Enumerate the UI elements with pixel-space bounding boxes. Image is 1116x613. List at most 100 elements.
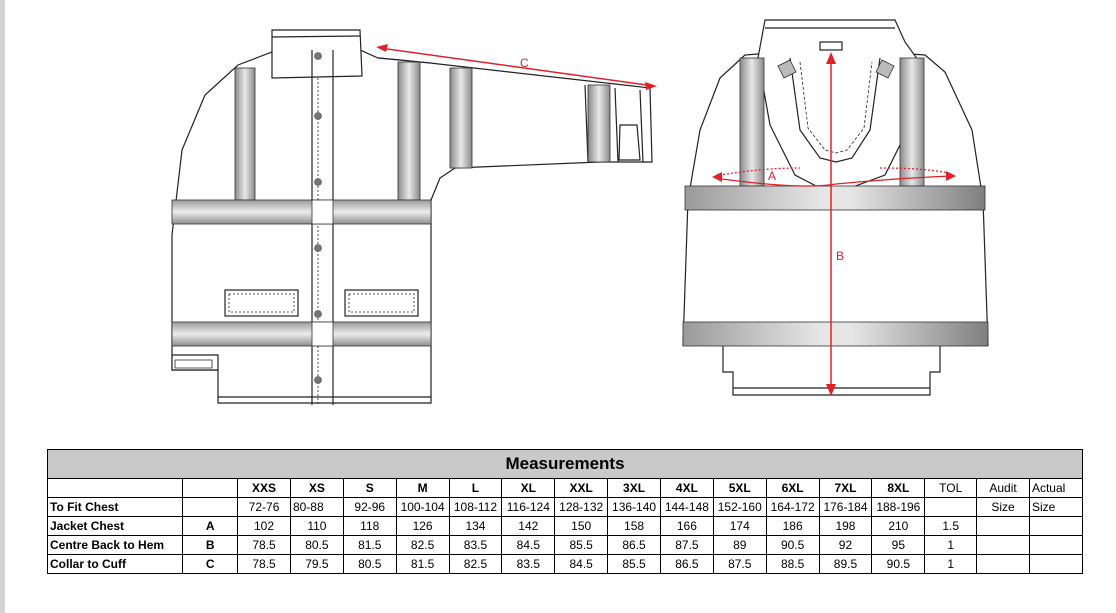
table-cell: 80.5 [289, 535, 344, 555]
empty-cell [924, 497, 978, 517]
size-header: L [448, 478, 503, 498]
table-cell: 86.5 [659, 554, 714, 574]
table-cell: 82.5 [448, 554, 503, 574]
row-label: Jacket Chest [46, 516, 184, 536]
table-cell: 110 [289, 516, 344, 536]
table-cell: 81.5 [395, 554, 450, 574]
front-reflective-bands [171, 61, 611, 347]
empty-cell [46, 478, 184, 498]
table-cell: 82.5 [395, 535, 450, 555]
fit-chest-cell: 176-184 [818, 497, 873, 517]
fit-chest-cell: 144-148 [659, 497, 714, 517]
table-cell: 89 [712, 535, 767, 555]
fit-chest-cell: 108-112 [448, 497, 503, 517]
row-letter: A [182, 516, 239, 536]
table-cell: 78.5 [237, 535, 291, 555]
fit-chest-cell: 116-124 [501, 497, 556, 517]
table-cell: 85.5 [554, 535, 609, 555]
size-header-row: XXS XS S M L XL XXL 3XL 4XL 5XL 6XL 7XL … [46, 478, 1084, 498]
table-cell: 83.5 [501, 554, 556, 574]
fit-chest-cell: 188-196 [871, 497, 926, 517]
table-cell: 210 [871, 516, 926, 536]
fit-chest-cell: 72-76 [237, 497, 291, 517]
table-cell: 174 [712, 516, 767, 536]
table-cell: 88.5 [765, 554, 820, 574]
fit-chest-cell: 152-160 [712, 497, 767, 517]
size-header: 3XL [607, 478, 661, 498]
measurements-table: Measurements XXS XS S M L XL XXL 3XL 4XL… [46, 449, 1084, 574]
actual-size-cell [1028, 554, 1084, 574]
table-cell: 90.5 [765, 535, 820, 555]
label-c: C [520, 56, 529, 70]
size-header: S [342, 478, 397, 498]
table-cell: 89.5 [818, 554, 873, 574]
table-cell: 84.5 [501, 535, 556, 555]
table-cell: 83.5 [448, 535, 503, 555]
size-header: XS [289, 478, 344, 498]
jacket-illustrations: C A B [171, 19, 989, 405]
table-row: Collar to Cuff C 78.5 79.5 80.5 81.5 82.… [46, 554, 1084, 574]
actual-size-header-top: Actual [1028, 478, 1084, 498]
label-b: B [836, 249, 844, 263]
empty-cell [182, 497, 239, 517]
table-cell: 79.5 [289, 554, 344, 574]
size-header: M [395, 478, 450, 498]
size-header: XXL [554, 478, 609, 498]
row-label: To Fit Chest [46, 497, 184, 517]
empty-cell [182, 478, 239, 498]
tol-cell: 1.5 [924, 516, 978, 536]
table-cell: 166 [659, 516, 714, 536]
actual-size-cell [1028, 535, 1084, 555]
table-row: Jacket Chest A 102 110 118 126 134 142 1… [46, 516, 1084, 536]
table-row: Centre Back to Hem B 78.5 80.5 81.5 82.5… [46, 535, 1084, 555]
table-cell: 95 [871, 535, 926, 555]
audit-size-cell [976, 535, 1030, 555]
size-header: 5XL [712, 478, 767, 498]
measurement-c-arrow: C [376, 44, 657, 90]
table-cell: 84.5 [554, 554, 609, 574]
tol-cell: 1 [924, 554, 978, 574]
audit-size-cell [976, 554, 1030, 574]
size-header: XXS [237, 478, 291, 498]
size-header: 8XL [871, 478, 926, 498]
row-letter: B [182, 535, 239, 555]
row-label: Centre Back to Hem [46, 535, 184, 555]
front-buttons [314, 52, 322, 384]
table-cell: 86.5 [607, 535, 661, 555]
table-cell: 85.5 [607, 554, 661, 574]
audit-size-header-bottom: Size [976, 497, 1030, 517]
size-header: XL [501, 478, 556, 498]
size-header: 4XL [659, 478, 714, 498]
measurement-a-arrow: A [712, 167, 956, 187]
audit-size-cell [976, 516, 1030, 536]
measurements-table-wrap: Measurements XXS XS S M L XL XXL 3XL 4XL… [46, 449, 1084, 574]
table-cell: 90.5 [871, 554, 926, 574]
table-cell: 158 [607, 516, 661, 536]
size-header: 6XL [765, 478, 820, 498]
page-edge-rule [0, 0, 5, 613]
table-cell: 87.5 [712, 554, 767, 574]
table-cell: 92 [818, 535, 873, 555]
audit-size-header-top: Audit [976, 478, 1030, 498]
fit-chest-cell: 136-140 [607, 497, 661, 517]
table-cell: 87.5 [659, 535, 714, 555]
actual-size-header-bottom: Size [1028, 497, 1084, 517]
table-cell: 126 [395, 516, 450, 536]
tol-header: TOL [924, 478, 978, 498]
table-cell: 78.5 [237, 554, 291, 574]
actual-size-cell [1028, 516, 1084, 536]
back-reflective-bands [682, 57, 989, 347]
row-letter: C [182, 554, 239, 574]
fit-chest-cell: 100-104 [395, 497, 450, 517]
table-title: Measurements [47, 449, 1083, 479]
table-cell: 118 [342, 516, 397, 536]
table-cell: 134 [448, 516, 503, 536]
table-cell: 102 [237, 516, 291, 536]
row-label: Collar to Cuff [46, 554, 184, 574]
fit-chest-row: To Fit Chest 72-76 80-88 92-96 100-104 1… [46, 497, 1084, 517]
table-cell: 142 [501, 516, 556, 536]
table-cell: 80.5 [342, 554, 397, 574]
size-header: 7XL [818, 478, 873, 498]
table-cell: 186 [765, 516, 820, 536]
table-cell: 81.5 [342, 535, 397, 555]
